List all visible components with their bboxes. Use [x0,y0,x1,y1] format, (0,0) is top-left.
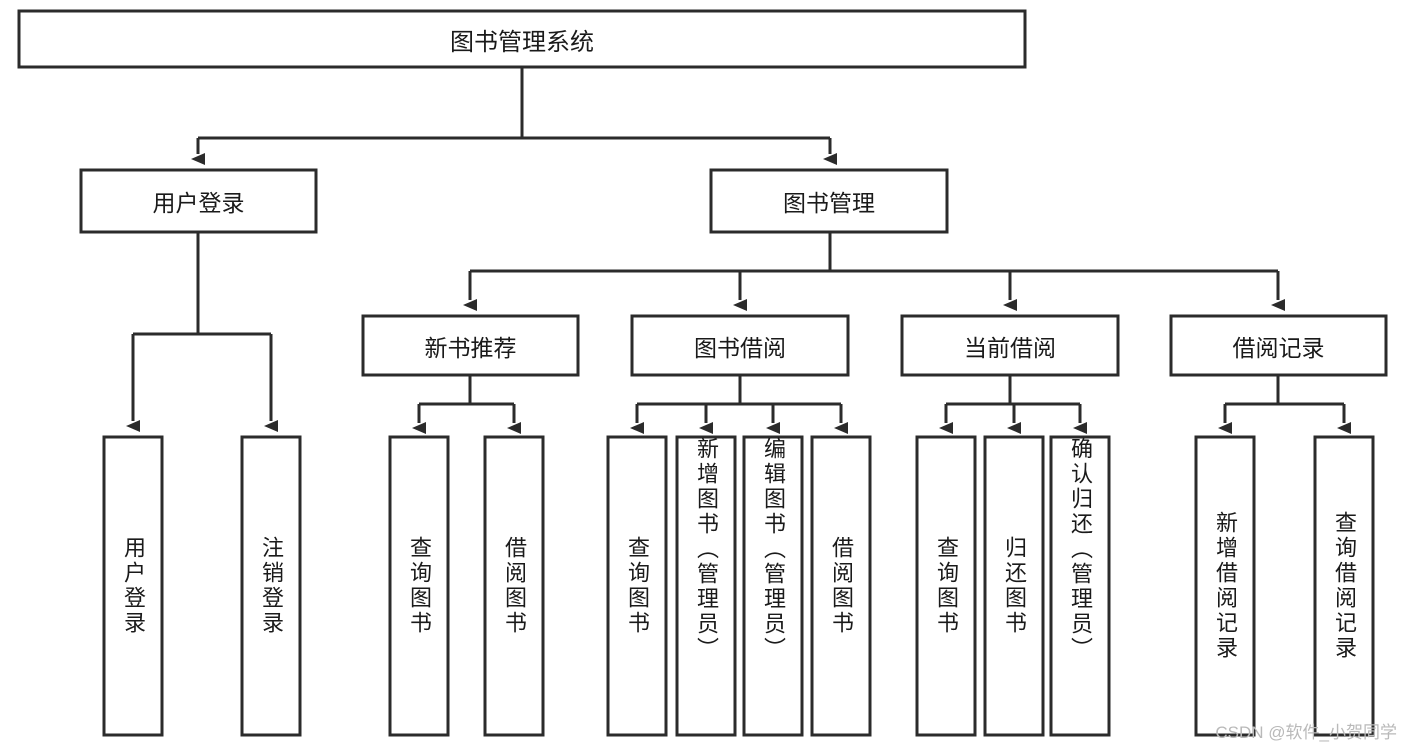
leaf-query-book-3-box[interactable] [915,435,977,737]
node-root-box[interactable] [17,9,1027,69]
node-borrow-record-box[interactable] [1169,314,1388,377]
node-new-book-recommend-box[interactable] [361,314,580,377]
node-current-borrow-box[interactable] [900,314,1120,377]
leaf-add-book-box[interactable] [675,435,737,737]
leaf-borrow-book-1-box[interactable] [483,435,545,737]
leaf-query-book-1-box[interactable] [388,435,450,737]
leaf-edit-book-box[interactable] [742,435,804,737]
leaf-confirm-return-box[interactable] [1049,435,1111,737]
leaf-borrow-book-2-box[interactable] [810,435,872,737]
leaf-query-record-box[interactable] [1313,435,1375,737]
leaf-return-book-box[interactable] [983,435,1045,737]
leaf-query-book-2-box[interactable] [606,435,668,737]
node-book-manage-box[interactable] [709,168,949,234]
node-user-login-box[interactable] [79,168,318,234]
leaf-user-logout-box[interactable] [240,435,302,737]
leaf-user-login-box[interactable] [102,435,164,737]
node-book-borrow-box[interactable] [630,314,850,377]
leaf-add-record-box[interactable] [1194,435,1256,737]
